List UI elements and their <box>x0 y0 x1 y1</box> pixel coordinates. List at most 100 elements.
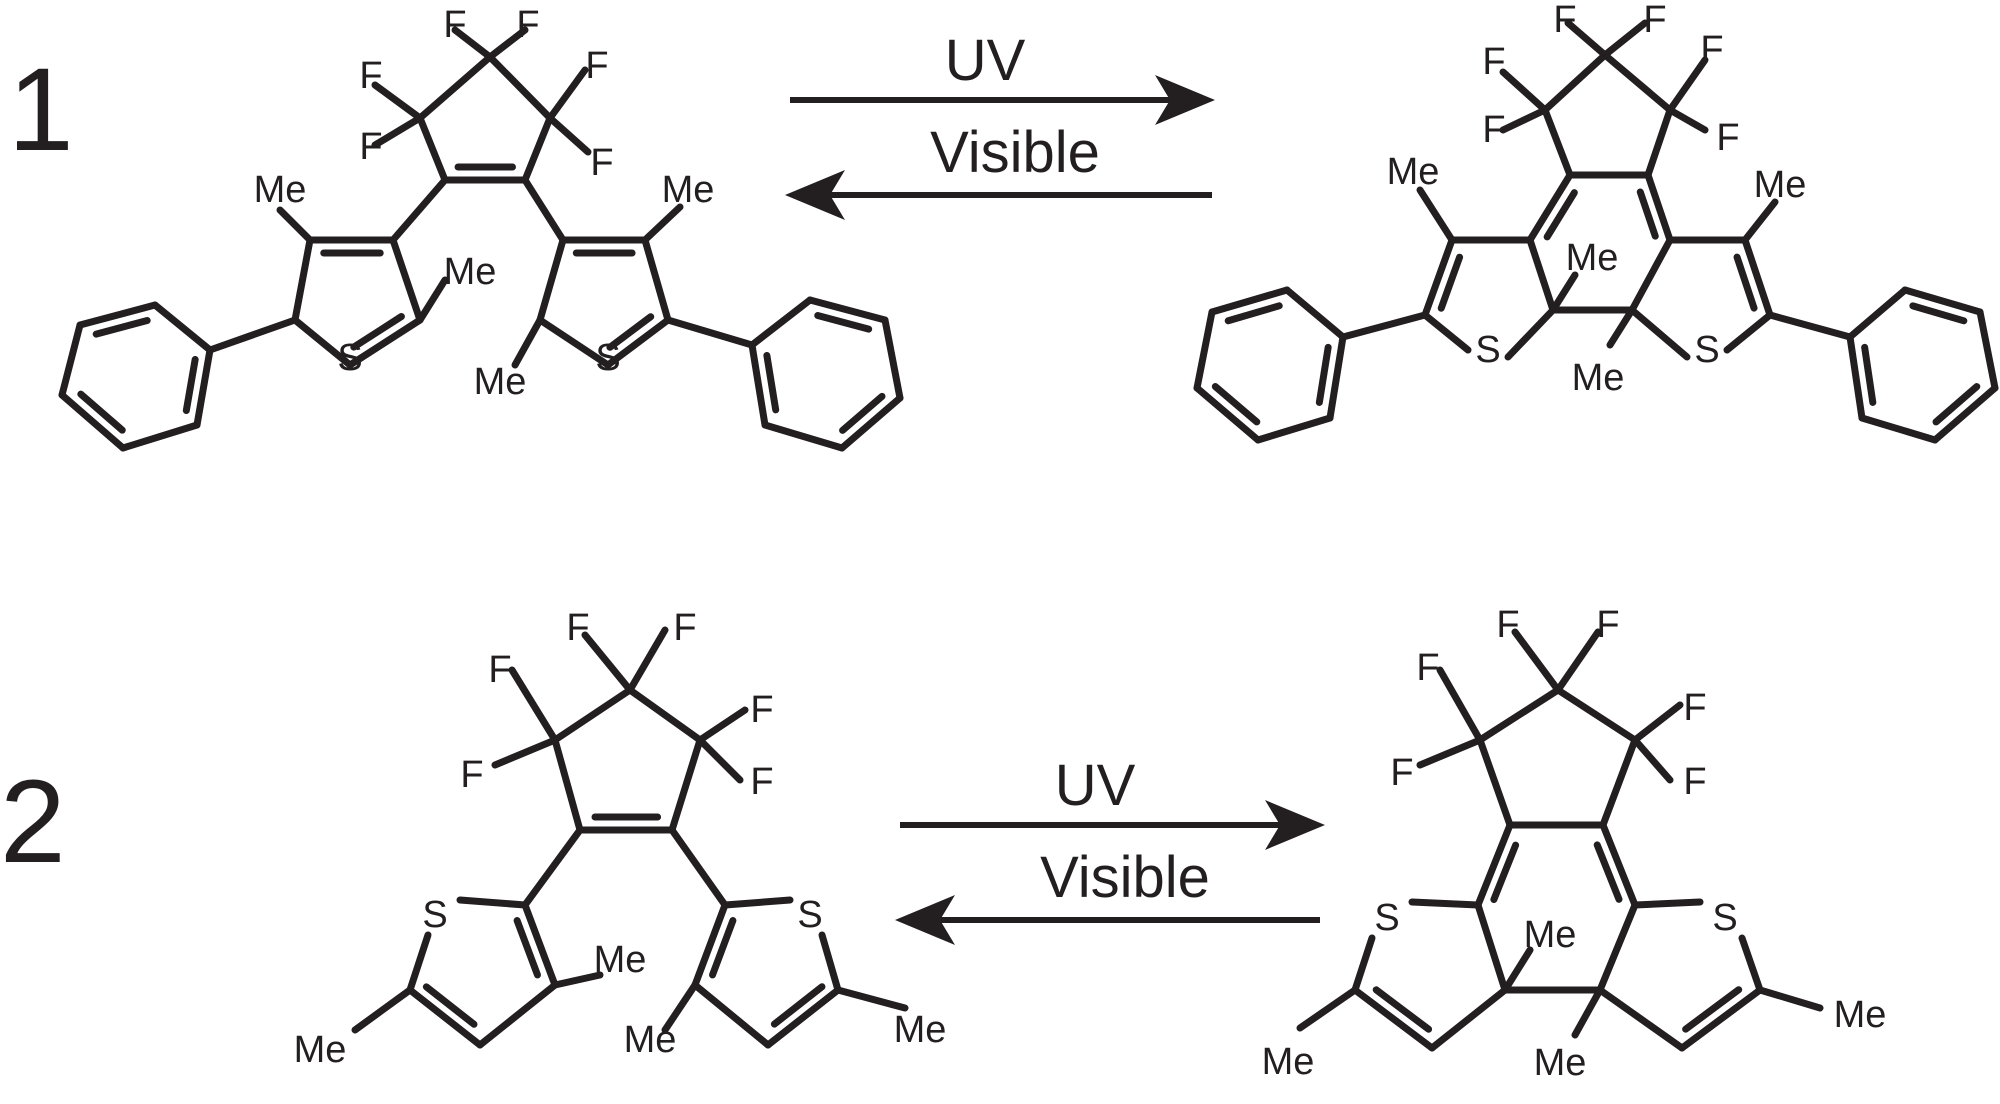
fluorine-label: F <box>750 761 773 803</box>
bond-line <box>291 236 314 324</box>
bond-line <box>1601 51 1674 114</box>
sulfur-label: S <box>595 337 620 379</box>
bond-line <box>1931 384 1999 444</box>
bond-line <box>1596 901 1639 994</box>
bond-line <box>350 313 405 351</box>
bond-line <box>1596 986 1686 1052</box>
bond-line <box>814 311 873 333</box>
fluorine-label: F <box>1496 604 1519 646</box>
bond-line <box>1351 986 1436 1052</box>
bond-line <box>406 931 432 994</box>
bond-line <box>761 421 846 452</box>
bond-line <box>1554 628 1602 694</box>
bond-line <box>764 986 842 1049</box>
fluorine-label: F <box>566 607 589 649</box>
methyl-label: Me <box>1754 164 1807 206</box>
bond-line <box>1490 841 1520 904</box>
bond-line <box>626 626 669 694</box>
bond-line <box>1976 308 1999 392</box>
bond-line <box>1296 986 1359 1032</box>
bond-line <box>58 391 127 452</box>
bond-line <box>696 736 744 784</box>
bond-line <box>1283 286 1347 341</box>
bond-line <box>1501 946 1534 994</box>
bond-line <box>770 983 826 1028</box>
bond-line <box>389 176 449 244</box>
bond-line <box>416 114 449 184</box>
methyl-label: Me <box>1834 994 1887 1036</box>
bond-line <box>546 66 589 122</box>
bond-line <box>416 53 494 122</box>
bond-line <box>521 176 567 244</box>
bond-line <box>1372 986 1433 1033</box>
bond-line <box>763 351 780 414</box>
bond-line <box>1416 186 1456 244</box>
bond-line <box>581 631 634 694</box>
bond-line <box>416 276 449 324</box>
bond-line <box>1932 383 1981 426</box>
bond-line <box>193 346 214 429</box>
scheme-2-backward-arrow <box>895 895 1320 945</box>
bond-line <box>1666 56 1709 114</box>
bond-line <box>536 316 612 369</box>
methyl-label: Me <box>1572 357 1625 399</box>
bond-line <box>1408 898 1482 909</box>
scheme-2-visible-label: Visible <box>1040 845 1210 910</box>
bond-line <box>1224 302 1283 325</box>
fluorine-label: F <box>590 142 613 184</box>
bond-line <box>641 203 684 244</box>
bond-line <box>806 296 889 324</box>
bond-line <box>371 114 424 149</box>
bond-line <box>721 896 794 909</box>
bond-line <box>1416 736 1484 769</box>
fluorine-label: F <box>1700 29 1723 71</box>
bond-line <box>346 316 424 369</box>
bond-line <box>661 981 699 1034</box>
bond-line <box>1909 302 1968 325</box>
fluorine-label: F <box>1643 0 1666 41</box>
bond-line <box>1901 286 1984 316</box>
bond-line <box>511 316 544 369</box>
sulfur-label: S <box>1712 897 1737 939</box>
scheme-1-backward-arrow <box>785 170 1212 220</box>
bond-line <box>1474 821 1514 909</box>
methyl-label: Me <box>1262 1041 1315 1083</box>
sulfur-label: S <box>1694 329 1719 371</box>
fluorine-label: F <box>1683 761 1706 803</box>
bond-line <box>1499 106 1549 134</box>
bond-line <box>371 81 424 122</box>
bond-line <box>1564 19 1609 59</box>
fluorine-label: F <box>750 689 773 731</box>
bond-line <box>1476 736 1514 829</box>
scheme-2-forward-arrow <box>900 800 1325 850</box>
bond-line <box>1644 106 1674 179</box>
fluorine-label: F <box>1482 41 1505 83</box>
bond-line <box>1436 666 1484 744</box>
bond-line <box>58 321 84 399</box>
fluorine-label: F <box>1596 604 1619 646</box>
bond-line <box>182 356 199 415</box>
sulfur-label: S <box>797 894 822 936</box>
bond-line <box>456 896 529 909</box>
fluorine-label: F <box>488 649 511 691</box>
fluorine-label: F <box>443 4 466 46</box>
bond-line <box>748 341 769 429</box>
bond-line <box>1733 253 1758 312</box>
methyl-label: Me <box>1534 1042 1587 1084</box>
bond-line <box>1723 311 1774 354</box>
methyl-label: Me <box>624 1019 677 1061</box>
methyl-label: Me <box>594 939 647 981</box>
bond-line <box>641 236 672 324</box>
bond-line <box>1526 236 1557 314</box>
bond-line <box>389 236 424 324</box>
bond-line <box>1543 189 1578 241</box>
bond-line <box>1631 898 1704 909</box>
bond-line <box>1741 198 1779 244</box>
bond-line <box>668 826 729 909</box>
bond-line <box>1208 286 1291 316</box>
bond-line <box>1846 286 1909 341</box>
bond-line <box>1193 384 1262 444</box>
bond-line <box>291 316 354 369</box>
